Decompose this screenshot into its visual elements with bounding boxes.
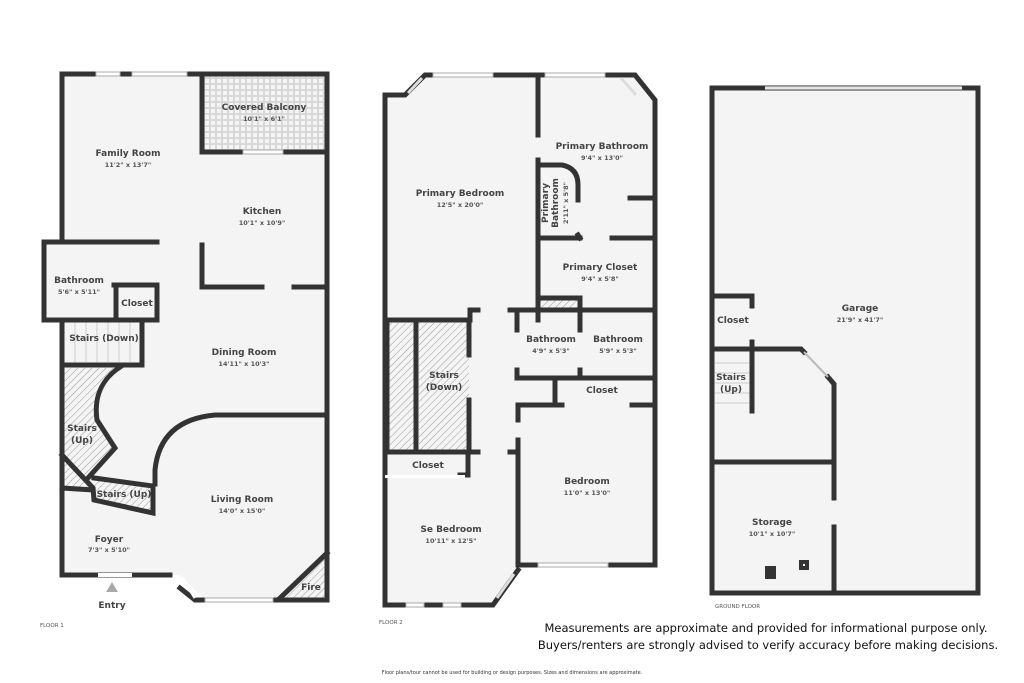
room-name: Storage (752, 518, 792, 528)
room-name: Covered Balcony (222, 103, 307, 113)
room-name: Kitchen (243, 207, 282, 217)
room-name: (Down) (426, 383, 463, 393)
room-name: Primary Closet (563, 263, 638, 273)
floor-1: Covered Balcony 10'1" x 6'1" Family Room… (40, 71, 331, 629)
covered-balcony-tiles (202, 74, 327, 152)
room-name: Bedroom (564, 477, 610, 487)
room-name: Se Bedroom (420, 525, 481, 535)
disclaimer-line-1: Measurements are approximate and provide… (544, 621, 987, 635)
room-name: Primary Bedroom (416, 189, 505, 199)
room-name: Fire (301, 583, 321, 593)
utility-icon (765, 566, 776, 579)
room-name: Closet (586, 386, 618, 396)
room-name: Family Room (96, 149, 161, 159)
room-name: Garage (842, 304, 879, 314)
room-dims: 10'1" x 10'7" (749, 530, 796, 538)
room-name: Closet (121, 299, 153, 309)
room-dims: 10'1" x 10'9" (239, 219, 286, 227)
room-dims: 11'0" x 13'0" (564, 489, 611, 497)
room-name: Closet (717, 316, 749, 326)
windows-floor-2 (385, 72, 638, 608)
room-dims: 7'3" x 5'10" (88, 546, 130, 554)
room-dims: 4'9" x 5'3" (532, 347, 570, 355)
ground-floor: Garage 21'9" x 41'7" Closet Stairs (Up) … (709, 85, 981, 610)
room-name: Foyer (95, 535, 124, 545)
room-dims: 10'1" x 6'1" (243, 115, 285, 123)
disclaimer-line-2: Buyers/renters are strongly advised to v… (538, 638, 998, 652)
room-name: Primary (541, 183, 551, 223)
entry-label: Entry (98, 601, 125, 611)
floor-2: Primary Bedroom 12'5" x 20'0" Primary Ba… (379, 72, 658, 626)
stairs-up-treads (715, 362, 751, 404)
floor-label: GROUND FLOOR (715, 604, 760, 610)
footer-note: Floor plans/tour cannot be used for buil… (382, 670, 643, 676)
room-dims: 5'9" x 5'3" (599, 347, 637, 355)
room-name: Stairs (Down) (69, 334, 138, 344)
room-dims: 11'2" x 13'7" (105, 161, 152, 169)
room-name: Bathroom (593, 335, 643, 345)
floor-label: FLOOR 2 (379, 620, 403, 626)
stairs-down-treads (74, 322, 131, 362)
room-dims: 12'5" x 20'0" (437, 201, 484, 209)
entry-arrow-icon (106, 582, 118, 592)
room-name: Bathroom (526, 335, 576, 345)
room-name: (Up) (71, 436, 93, 446)
room-dims: 2'11" x 5'8" (562, 182, 570, 224)
windows-floor-1 (95, 71, 284, 603)
stairs-up-hatch (94, 478, 153, 513)
room-name: Closet (412, 461, 444, 471)
room-dims: 14'0" x 15'0" (219, 507, 266, 515)
room-name: Stairs (716, 373, 746, 383)
room-dims: 14'11" x 10'3" (218, 360, 269, 368)
room-name: Stairs (Up) (97, 490, 152, 500)
room-dims: 5'6" x 5'11" (58, 288, 100, 296)
room-dims: 9'4" x 13'0" (581, 154, 623, 162)
room-dims: 10'11" x 12'5" (425, 537, 476, 545)
room-name: Living Room (211, 495, 273, 505)
room-name: Primary Bathroom (556, 142, 649, 152)
floor-label: FLOOR 1 (40, 623, 64, 629)
room-name: (Up) (720, 385, 742, 395)
room-name: Bathroom (551, 178, 561, 228)
room-name: Stairs (67, 424, 97, 434)
room-dims: 21'9" x 41'7" (837, 316, 884, 324)
room-dims: 9'4" x 5'8" (581, 275, 619, 283)
room-name: Dining Room (212, 348, 277, 358)
room-name: Bathroom (54, 276, 104, 286)
room-name: Stairs (429, 371, 459, 381)
